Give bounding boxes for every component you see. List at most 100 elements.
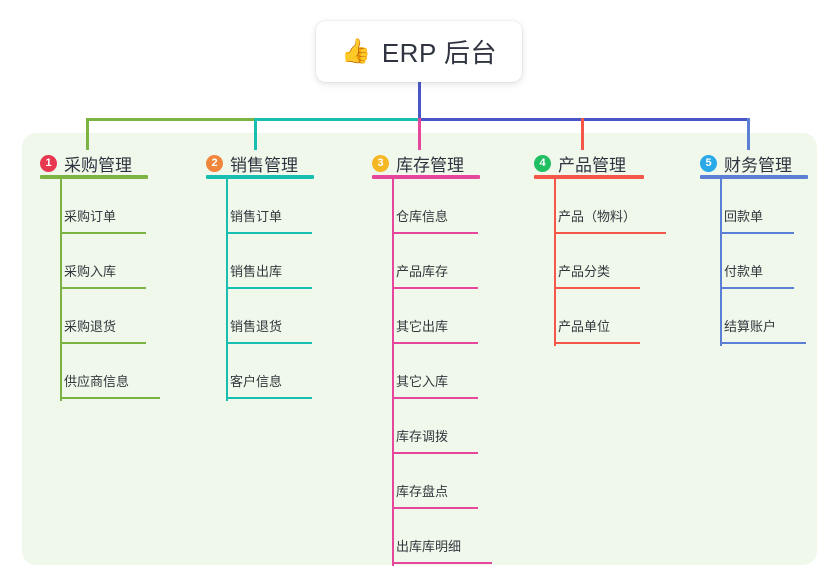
root-node-card[interactable]: 👍 ERP 后台	[316, 21, 522, 82]
branch-header-label: 销售管理	[230, 155, 298, 175]
branch-header-2[interactable]: 2 销售管理	[206, 150, 298, 176]
branch-spine	[60, 175, 62, 401]
branch-drop-line	[747, 118, 750, 150]
leaf-item-rule	[62, 287, 146, 289]
leaf-item-rule	[722, 342, 806, 344]
branch-drop-line	[418, 118, 421, 150]
leaf-item-label: 其它出库	[396, 319, 449, 334]
branch-number-badge: 2	[206, 154, 223, 172]
leaf-item-rule	[394, 507, 478, 509]
branch-spine	[720, 175, 722, 346]
diagram-panel	[22, 133, 817, 565]
branch-header-label: 财务管理	[724, 155, 792, 175]
leaf-item-rule	[228, 232, 312, 234]
leaf-item-rule	[62, 342, 146, 344]
leaf-item-label: 库存盘点	[396, 484, 449, 499]
branch-number-badge: 1	[40, 154, 57, 172]
leaf-item-label: 出库库明细	[396, 539, 462, 554]
thumbs-up-icon: 👍	[340, 37, 371, 65]
leaf-item[interactable]: 产品分类	[556, 261, 640, 289]
bus-segment	[254, 118, 420, 121]
leaf-item[interactable]: 其它出库	[394, 316, 478, 344]
branch-header-3[interactable]: 3 库存管理	[372, 150, 464, 176]
branch-spine	[554, 175, 556, 346]
leaf-item-rule	[394, 287, 478, 289]
leaf-item-rule	[556, 342, 640, 344]
branch-header-rule	[372, 175, 480, 179]
leaf-item[interactable]: 产品库存	[394, 261, 478, 289]
leaf-item-label: 其它入库	[396, 374, 449, 389]
leaf-item-label: 产品库存	[396, 264, 449, 279]
leaf-item-label: 采购退货	[64, 319, 117, 334]
leaf-item[interactable]: 采购订单	[62, 206, 146, 234]
branch-header-1[interactable]: 1 采购管理	[40, 150, 132, 176]
leaf-item-label: 销售出库	[230, 264, 283, 279]
branch-number-badge: 3	[372, 154, 389, 172]
leaf-item-rule	[394, 232, 478, 234]
branch-drop-line	[254, 118, 257, 150]
leaf-item-rule	[62, 232, 146, 234]
leaf-item[interactable]: 其它入库	[394, 371, 478, 399]
leaf-item-label: 仓库信息	[396, 209, 449, 224]
root-connector-line	[418, 82, 421, 121]
branch-header-label: 产品管理	[558, 155, 626, 175]
leaf-item-rule	[394, 342, 478, 344]
leaf-item[interactable]: 销售订单	[228, 206, 312, 234]
branch-column-1: 1 采购管理采购订单采购入库采购退货供应商信息	[40, 150, 160, 401]
branch-number-badge: 4	[534, 154, 551, 172]
leaf-item[interactable]: 回款单	[722, 206, 794, 234]
branch-drop-line	[581, 118, 584, 150]
leaf-item-label: 回款单	[724, 209, 764, 224]
leaf-item-label: 结算账户	[724, 319, 777, 334]
branch-spine	[226, 175, 228, 401]
branch-header-rule	[700, 175, 808, 179]
branch-header-5[interactable]: 5 财务管理	[700, 150, 792, 176]
branch-column-2: 2 销售管理销售订单销售出库销售退货客户信息	[206, 150, 314, 401]
leaf-item-label: 销售退货	[230, 319, 283, 334]
leaf-item-label: 供应商信息	[64, 374, 130, 389]
bus-segment	[419, 118, 583, 121]
leaf-item-label: 库存调拨	[396, 429, 449, 444]
branch-header-rule	[40, 175, 148, 179]
leaf-item-rule	[228, 287, 312, 289]
leaf-item[interactable]: 付款单	[722, 261, 794, 289]
leaf-item[interactable]: 产品（物料）	[556, 206, 666, 234]
leaf-item[interactable]: 采购退货	[62, 316, 146, 344]
branch-header-4[interactable]: 4 产品管理	[534, 150, 626, 176]
root-node-label: ERP 后台	[381, 38, 498, 68]
leaf-item-label: 销售订单	[230, 209, 283, 224]
leaf-item-rule	[228, 342, 312, 344]
leaf-item[interactable]: 客户信息	[228, 371, 312, 399]
leaf-item[interactable]: 采购入库	[62, 261, 146, 289]
leaf-item-rule	[556, 232, 666, 234]
branch-column-3: 3 库存管理仓库信息产品库存其它出库其它入库库存调拨库存盘点出库库明细	[372, 150, 492, 566]
branch-number-badge: 5	[700, 154, 717, 172]
leaf-item-rule	[394, 397, 478, 399]
branch-spine	[392, 175, 394, 566]
leaf-item-rule	[394, 562, 492, 564]
bus-segment	[581, 118, 749, 121]
leaf-item-rule	[394, 452, 478, 454]
leaf-item[interactable]: 仓库信息	[394, 206, 478, 234]
branch-header-label: 库存管理	[396, 155, 464, 175]
branch-drop-line	[86, 118, 89, 150]
leaf-item-label: 客户信息	[230, 374, 283, 389]
leaf-item-label: 付款单	[724, 264, 764, 279]
leaf-item[interactable]: 供应商信息	[62, 371, 160, 399]
leaf-item-label: 产品分类	[558, 264, 611, 279]
branch-column-4: 4 产品管理产品（物料） 产品分类产品单位	[534, 150, 666, 346]
leaf-item[interactable]: 销售退货	[228, 316, 312, 344]
leaf-item[interactable]: 产品单位	[556, 316, 640, 344]
branch-column-5: 5 财务管理回款单付款单结算账户	[700, 150, 808, 346]
leaf-item[interactable]: 库存调拨	[394, 426, 478, 454]
leaf-item[interactable]: 销售出库	[228, 261, 312, 289]
leaf-item[interactable]: 出库库明细	[394, 536, 492, 564]
leaf-item-rule	[722, 287, 794, 289]
branch-header-label: 采购管理	[64, 155, 132, 175]
leaf-item[interactable]: 结算账户	[722, 316, 806, 344]
leaf-item[interactable]: 库存盘点	[394, 481, 478, 509]
branch-header-rule	[534, 175, 644, 179]
leaf-item-label: 采购订单	[64, 209, 117, 224]
bus-segment	[86, 118, 256, 121]
